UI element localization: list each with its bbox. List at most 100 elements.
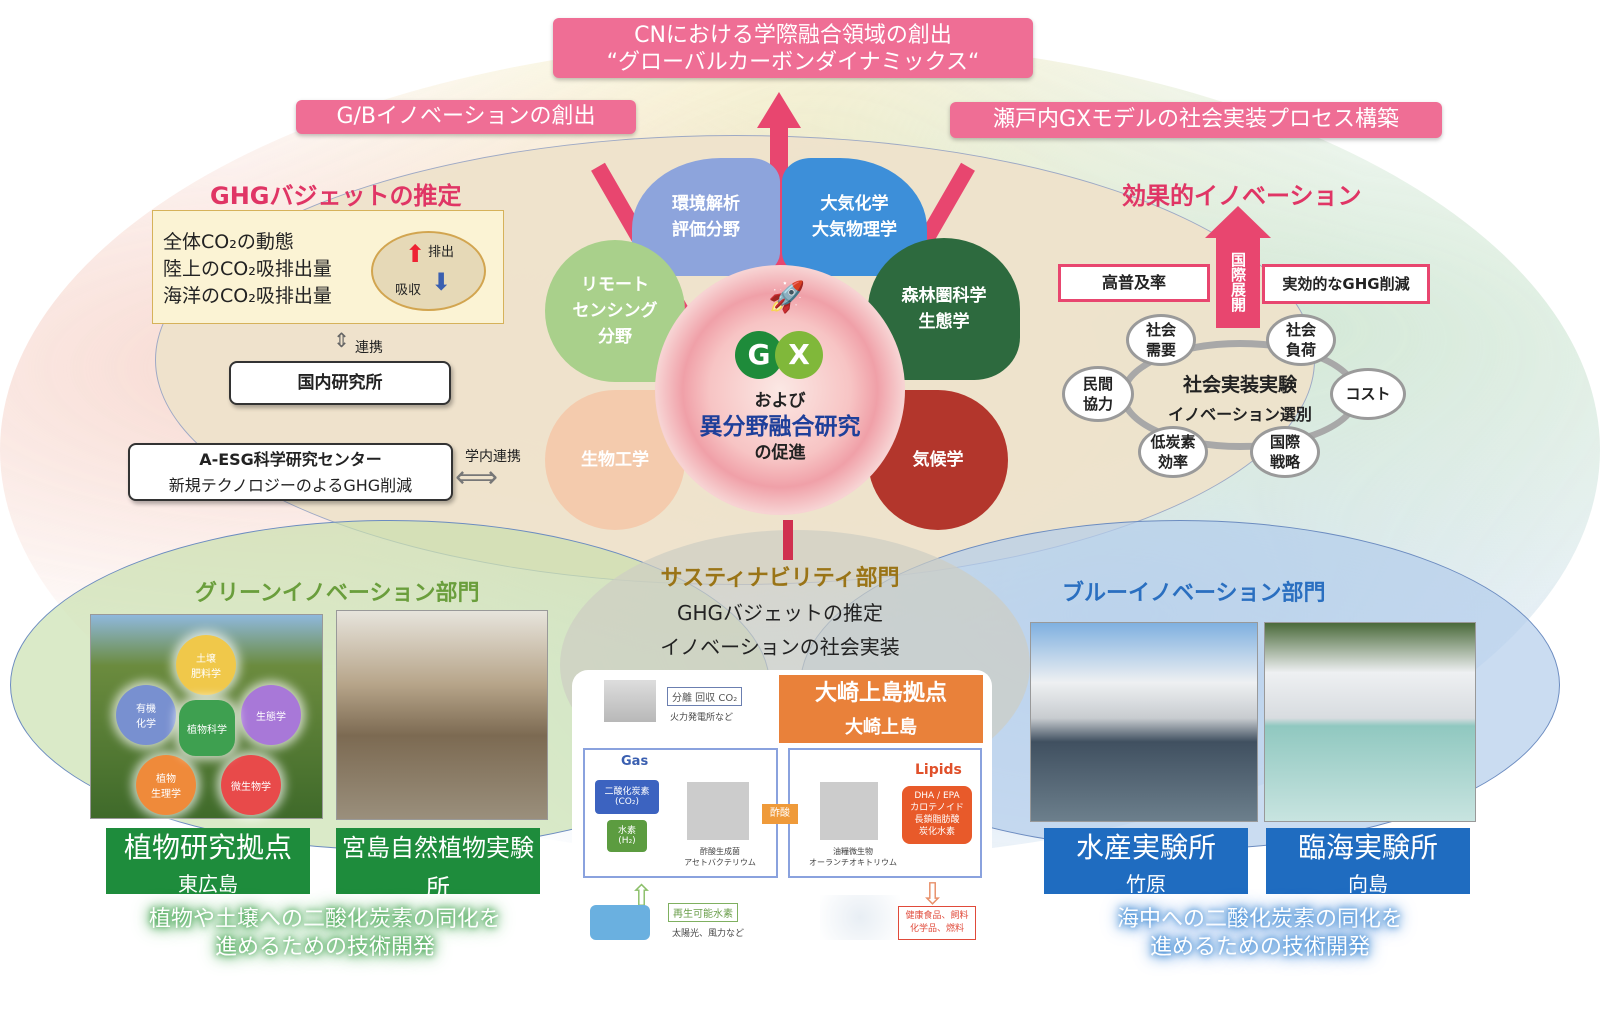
desc-line: 進めるための技術開発 (214, 935, 435, 960)
desc-line: 海中への二酸化炭素の同化を (1116, 907, 1403, 932)
renewable-hydrogen-label: 再生可能水素 (668, 903, 738, 922)
center-text: および 異分野融合研究 の促進 (690, 388, 870, 466)
down-arrow-icon: ⬇ (431, 268, 452, 296)
marine-lab-photo (1264, 622, 1476, 822)
site-location: 東広島 (178, 872, 238, 896)
emit-label: 排出 (428, 245, 455, 260)
site-name: 水産実験所 (1075, 831, 1216, 864)
power-plant-icon (604, 680, 656, 722)
miyajima-photo (336, 610, 548, 820)
ghg-info-box: 全体CO₂の動態 陸上のCO₂吸排出量 海洋のCO₂吸排出量 ⬆ 排出 ⬇ 吸収 (152, 210, 504, 324)
center-spiral (655, 265, 905, 515)
fisheries-photo (1030, 622, 1258, 822)
international-expansion-arrow: 国際展開 (1216, 236, 1260, 328)
site-name: 宮島自然植物実験所 (342, 834, 534, 902)
sustainability-title: サスティナビリティ部門 (660, 566, 900, 591)
miyajima-label: 宮島自然植物実験所宮島 (336, 828, 540, 936)
osaki-title: 大崎上島拠点 (814, 681, 947, 706)
two-way-arrow-icon: ⇕ (333, 328, 350, 352)
h2-box: 水素 (H₂) (607, 820, 647, 852)
site-location: 竹原 (1126, 872, 1166, 896)
sustainability-section: サスティナビリティ部門 GHGバジェットの推定 イノベーションの社会実装 (600, 562, 960, 664)
osaki-location: 大崎上島 (845, 717, 917, 738)
blue-title: ブルーイノベーション部門 (1062, 581, 1326, 606)
main-goal-banner: CNにおける学際融合領域の創出 “グローバルカーボンダイナミックス“ (553, 18, 1033, 78)
oval-intl-strategy: 国際 戦略 (1250, 426, 1320, 478)
ghg-reduction-box: 実効的なGHG削減 (1262, 264, 1430, 304)
oval-social-load: 社会 負荷 (1266, 314, 1336, 366)
x-circle: X (775, 331, 823, 379)
power-plant-label: 火力発電所など (670, 713, 734, 723)
ghg-budget-title: GHGバジェットの推定 (210, 182, 462, 210)
oval-cost: コスト (1330, 368, 1406, 420)
bubble-plant-science: 植物科学 (179, 700, 235, 756)
down-arrow-icon: ⇩ (920, 877, 946, 912)
lipid-flow-box: 油糧微生物 オーランチオキトリウム Lipids DHA / EPA カロテノイ… (788, 748, 982, 878)
ghg-line: 海洋のCO₂吸排出量 (163, 285, 332, 307)
setouchi-banner: 瀬戸内GXモデルの社会実装プロセス構築 (950, 102, 1442, 138)
arrow-up-from-sustain (783, 520, 793, 560)
lipids-label: Lipids (915, 762, 962, 778)
gb-innovation-banner: G/Bイノベーションの創出 (296, 100, 636, 134)
site-name: 植物研究拠点 (123, 831, 292, 864)
renewable-energy-icon (590, 905, 650, 940)
arrow-head-icon (1205, 206, 1271, 238)
bubble-ecology: 生態学 (241, 685, 301, 745)
domestic-institutes-box: 国内研究所 (229, 361, 451, 405)
ghg-line: 陸上のCO₂吸排出量 (163, 258, 332, 280)
desc-line: 進めるための技術開発 (1149, 935, 1370, 960)
arrow-head-icon (757, 92, 801, 128)
products-image (820, 895, 900, 940)
absorb-label: 吸収 (395, 283, 422, 298)
bidirectional-arrow-icon: ⟺ (455, 460, 499, 495)
green-description: 植物や土壌への二酸化炭素の同化を進めるための技術開発 (90, 906, 560, 962)
acetobacterium-image (687, 782, 749, 840)
site-location: 宮島 (418, 912, 458, 936)
oval-private-coop: 民間 協力 (1062, 366, 1134, 422)
gas-label: Gas (621, 754, 649, 769)
aurantiochytrium-image (820, 782, 878, 840)
petal-label: リモート センシング 分野 (572, 275, 658, 347)
green-title: グリーンイノベーション部門 (195, 581, 480, 606)
up-arrow-icon: ⬆ (405, 240, 426, 268)
center-promote: の促進 (754, 443, 806, 463)
aesg-center-sub: 新規テクノロジーのよるGHG削減 (168, 476, 413, 495)
core-label-1: 社会実装実験 (1182, 374, 1297, 396)
rocket-icon: 🚀 (768, 280, 806, 315)
sustain-line-1: GHGバジェットの推定 (676, 601, 884, 625)
blue-description: 海中への二酸化炭素の同化を進めるための技術開発 (1040, 906, 1480, 962)
bubble-physiology: 植物 生理学 (136, 755, 196, 815)
lipid-products-box: DHA / EPA カロテノイド 長鎖脂肪酸 炭化水素 (902, 786, 972, 844)
campus-link-label: 学内連携 (465, 449, 521, 465)
acetic-acid-label: 酢酸 (762, 804, 798, 824)
aesg-center-box: A-ESG科学研究センター 新規テクノロジーのよるGHG削減 (128, 443, 453, 501)
bubble-organic-chem: 有機 化学 (116, 685, 176, 745)
center-and: および (754, 391, 806, 411)
ghg-line: 全体CO₂の動態 (163, 231, 294, 253)
gas-flow-box: Gas 二酸化炭素 (CO₂) 水素 (H₂) 酢酸生成菌 アセトバクテリウム (583, 748, 778, 878)
petal-label: 生物工学 (581, 450, 649, 470)
co2-capture-label: 分離 回収 CO₂ (667, 687, 743, 706)
aesg-center-name: A-ESG科学研究センター (199, 450, 382, 469)
main-goal-line2: “グローバルカーボンダイナミックス“ (606, 50, 980, 75)
core-label-2: イノベーション選別 (1168, 405, 1312, 424)
main-goal-line1: CNにおける学際融合領域の創出 (634, 23, 952, 48)
center-main: 異分野融合研究 (699, 414, 861, 440)
link-label: 連携 (355, 340, 383, 356)
bacteria-label: 酢酸生成菌 アセトバクテリウム (684, 847, 756, 867)
products-box: 健康食品、飼料 化学品、燃料 (898, 906, 976, 940)
petal-label: 環境解析 評価分野 (672, 194, 740, 240)
sustain-line-2: イノベーションの社会実装 (660, 635, 900, 659)
site-name: 臨海実験所 (1297, 831, 1438, 864)
petal-label: 気候学 (912, 450, 964, 470)
oval-social-demand: 社会 需要 (1126, 314, 1196, 366)
marine-label: 臨海実験所向島 (1266, 828, 1470, 896)
petal-label: 森林圏科学 生態学 (901, 286, 987, 332)
innovation-core: 社会実装実験 イノベーション選別 (1140, 370, 1340, 430)
renewable-source-label: 太陽光、風力など (672, 929, 745, 939)
innovation-title: 効果的イノベーション (1122, 182, 1362, 210)
petal-label: 大気化学 大気物理学 (812, 194, 897, 240)
bubble-microbiology: 微生物学 (221, 755, 281, 815)
oval-low-carbon: 低炭素 効率 (1138, 426, 1208, 478)
high-adoption-box: 高普及率 (1058, 264, 1210, 302)
